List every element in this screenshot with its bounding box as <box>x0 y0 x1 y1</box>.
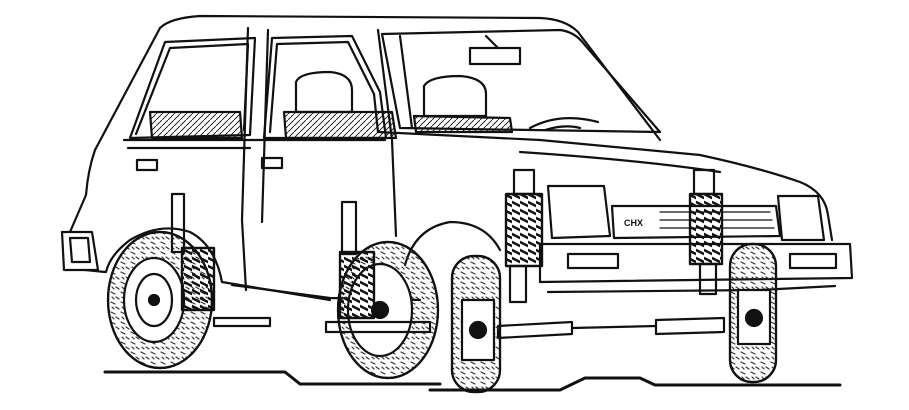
left-foglight-icon <box>566 252 620 270</box>
left-headlight-icon <box>546 184 612 240</box>
rear-door-handle-icon <box>135 158 159 172</box>
front-right-wheel <box>728 242 778 384</box>
right-foglight-icon <box>788 252 838 270</box>
seats <box>148 70 514 140</box>
rear-left-strut <box>170 192 272 328</box>
windshield <box>380 28 662 134</box>
rear-view-mirror-icon <box>468 46 522 66</box>
brake-drum-icon <box>134 272 174 328</box>
front-left-wheel <box>450 254 502 394</box>
ground-lines <box>103 370 842 392</box>
steering-wheel-icon <box>528 117 600 130</box>
front-left-strut <box>504 168 544 304</box>
front-subframe <box>496 316 726 340</box>
tail-light-icon <box>68 236 92 264</box>
front-door-handle-icon <box>260 156 284 170</box>
rear-right-strut <box>324 200 432 334</box>
grille-badge: CHX <box>624 218 643 228</box>
right-headlight-icon <box>776 194 826 242</box>
front-right-strut <box>688 168 724 296</box>
